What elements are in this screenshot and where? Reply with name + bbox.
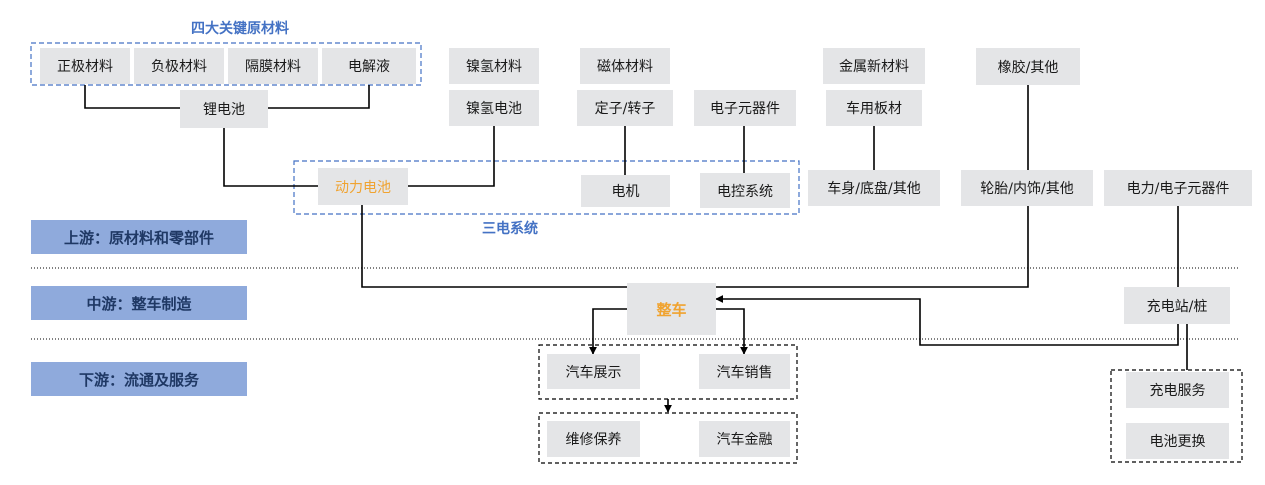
wire-vehicle-to-sales xyxy=(716,308,748,355)
node-motor: 电机 xyxy=(581,175,670,207)
frame-maint-finance xyxy=(538,412,798,464)
node-rubber-other: 橡胶/其他 xyxy=(976,48,1080,85)
node-nimh-battery: 镍氢电池 xyxy=(449,90,539,126)
node-power-electronics: 电力/电子元器件 xyxy=(1104,170,1252,206)
node-nimh-material: 镍氢材料 xyxy=(449,48,539,84)
caption-four-materials: 四大关键原材料 xyxy=(191,21,289,37)
stage-downstream: 下游：流通及服务 xyxy=(31,362,247,396)
node-anode: 负极材料 xyxy=(134,48,224,84)
node-car-display: 汽车展示 xyxy=(547,354,640,389)
node-electric-control: 电控系统 xyxy=(700,173,790,208)
caption-three-electric: 三电系统 xyxy=(482,221,538,237)
node-electronic-components: 电子元器件 xyxy=(694,90,796,126)
node-electrolyte: 电解液 xyxy=(322,48,416,84)
frame-three-electric xyxy=(293,160,800,215)
wire-nimh-to-power xyxy=(408,126,495,187)
node-tire-interior: 轮胎/内饰/其他 xyxy=(961,170,1093,206)
frame-charging xyxy=(1110,369,1243,463)
node-power-battery: 动力电池 xyxy=(318,168,408,205)
node-separator: 隔膜材料 xyxy=(228,48,318,84)
node-cathode: 正极材料 xyxy=(40,48,130,84)
node-magnetic-material: 磁体材料 xyxy=(580,48,670,84)
wire-electrolyte-to-lithium xyxy=(268,85,370,109)
node-car-sales: 汽车销售 xyxy=(699,354,790,389)
node-battery-swap: 电池更换 xyxy=(1126,423,1229,459)
wire-station-to-vehicle xyxy=(715,295,1179,346)
stage-upstream: 上游：原材料和零部件 xyxy=(31,220,247,254)
node-maintenance: 维修保养 xyxy=(547,421,640,457)
node-body-chassis: 车身/底盘/其他 xyxy=(808,170,940,206)
stage-midstream: 中游：整车制造 xyxy=(31,286,247,320)
wire-lithium-to-power xyxy=(223,128,318,187)
node-vehicle-sheet: 车用板材 xyxy=(826,90,922,126)
wire-cathode-to-lithium xyxy=(84,85,180,109)
node-vehicle: 整车 xyxy=(627,283,716,335)
node-metal-material: 金属新材料 xyxy=(823,48,925,84)
wire-power-to-vehicle xyxy=(361,205,1029,288)
node-stator-rotor: 定子/转子 xyxy=(577,90,673,126)
node-lithium-battery: 锂电池 xyxy=(180,90,268,128)
node-charging-station: 充电站/桩 xyxy=(1124,287,1230,324)
frame-four-materials xyxy=(30,42,422,86)
node-car-finance: 汽车金融 xyxy=(699,421,790,457)
node-charging-service: 充电服务 xyxy=(1126,372,1229,408)
wire-vehicle-to-display xyxy=(589,308,627,355)
